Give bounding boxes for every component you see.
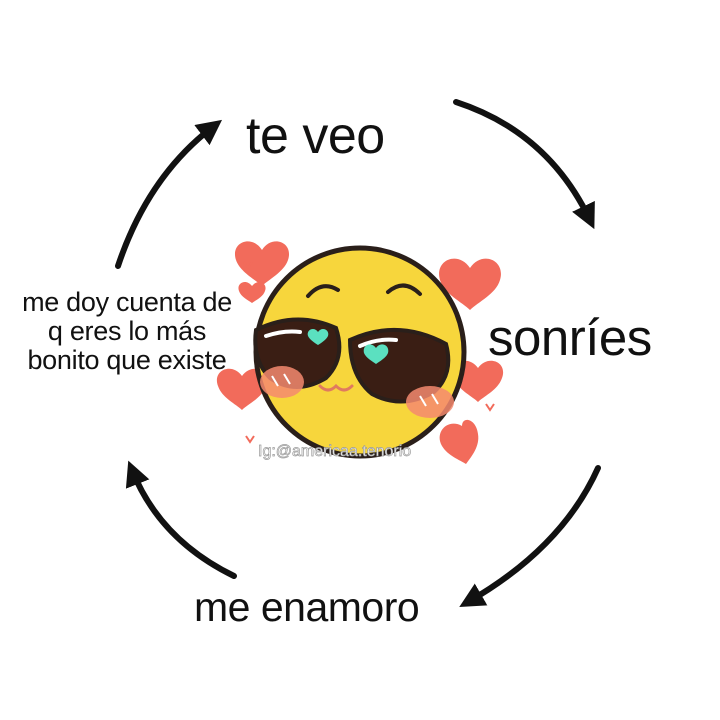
- watermark: Ig:@americaa.tenorio: [258, 443, 412, 461]
- cycle-step-me-enamoro: me enamoro: [194, 584, 420, 630]
- heart-icon: [216, 241, 504, 464]
- cycle-step-me-doy-cuenta: me doy cuenta de q eres lo más bonito qu…: [22, 287, 232, 375]
- arrow-left-to-top: [115, 119, 223, 269]
- arrow-bottom-to-left: [125, 460, 237, 579]
- arrow-right-to-bottom: [459, 465, 601, 608]
- cycle-step-te-veo: te veo: [246, 107, 385, 165]
- arrow-top-to-right: [453, 99, 595, 230]
- cycle-step-sonries: sonríes: [488, 309, 652, 366]
